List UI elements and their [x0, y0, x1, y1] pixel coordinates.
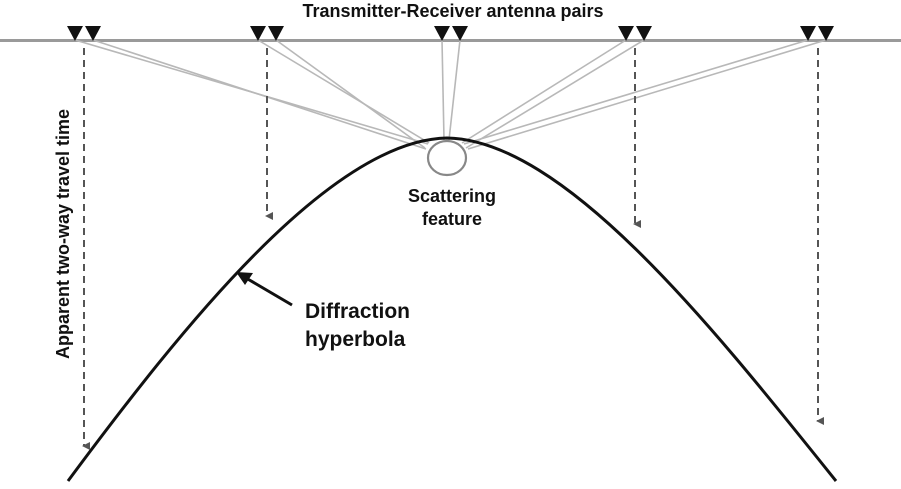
- ray-path: [463, 39, 809, 145]
- antenna-pairs-title: Transmitter-Receiver antenna pairs: [302, 1, 603, 21]
- hyperbola-label-line1: Diffraction: [305, 300, 410, 323]
- ray-path: [448, 39, 461, 141]
- ray-path: [275, 39, 426, 149]
- travel-time-axis-label: Apparent two-way travel time: [53, 109, 73, 359]
- ray-paths: [74, 39, 827, 150]
- antenna-triangle-icon: [618, 26, 634, 41]
- ray-path: [467, 39, 827, 150]
- hyperbola-label-line2: hyperbola: [305, 328, 406, 351]
- antenna-triangle-icon: [800, 26, 816, 41]
- antenna-pairs: [67, 26, 834, 41]
- ray-path: [257, 39, 430, 144]
- scattering-label-line2: feature: [422, 209, 482, 229]
- scattering-feature-circle: [426, 139, 468, 177]
- antenna-triangle-icon: [268, 26, 284, 41]
- diffraction-hyperbola-curve: [66, 136, 838, 482]
- scattering-label-line1: Scattering: [408, 186, 496, 206]
- ray-path: [461, 39, 627, 144]
- ray-path: [441, 39, 445, 141]
- antenna-triangle-icon: [452, 26, 468, 41]
- antenna-triangle-icon: [434, 26, 450, 41]
- antenna-triangle-icon: [67, 26, 83, 41]
- antenna-triangle-icon: [636, 26, 652, 41]
- antenna-triangle-icon: [250, 26, 266, 41]
- hyperbola-pointer-arrow: [236, 272, 293, 307]
- antenna-triangle-icon: [85, 26, 101, 41]
- ray-path: [92, 39, 427, 150]
- antenna-triangle-icon: [818, 26, 834, 41]
- travel-time-arrows: [82, 48, 824, 450]
- ray-path: [465, 39, 645, 149]
